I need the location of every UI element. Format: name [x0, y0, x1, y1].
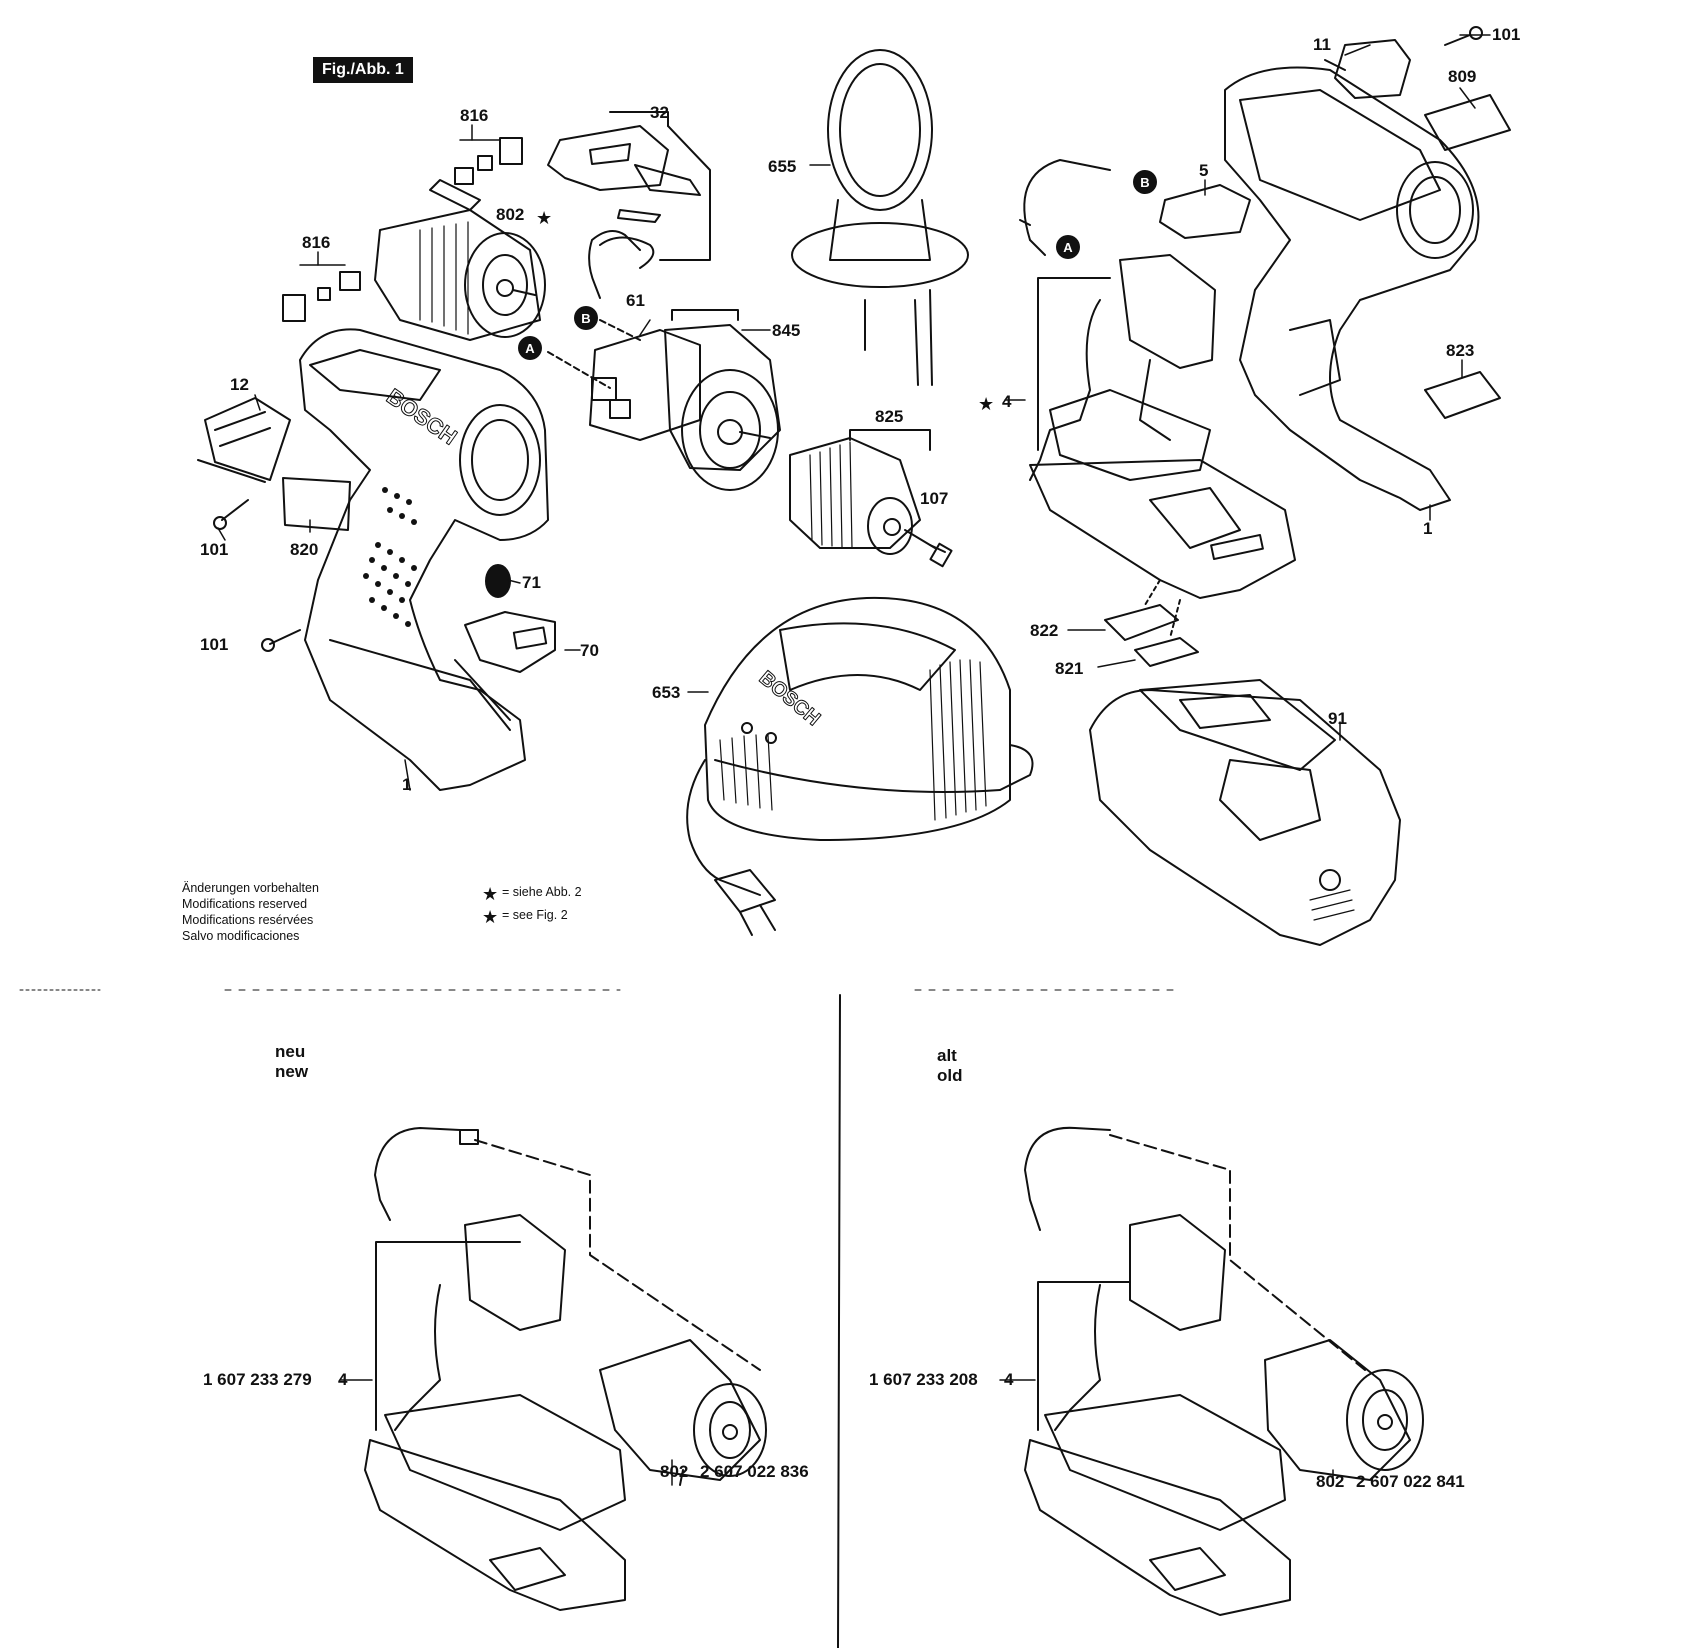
- star-icon-4: ★: [978, 394, 994, 415]
- motor-802: [374, 209, 546, 341]
- old-assembly: [1024, 1126, 1424, 1616]
- callout-101-top: 101: [1492, 25, 1521, 44]
- new-assembly: [364, 1127, 767, 1611]
- old-board-pos: 4: [1004, 1370, 1014, 1389]
- leader-lines: [217, 34, 1491, 1486]
- callout-802: 802: [496, 205, 525, 224]
- brush-holder-816a: [429, 137, 523, 211]
- old-motor-pos: 802: [1316, 1472, 1345, 1491]
- chuck-825: [789, 429, 931, 555]
- note-line-es: Salvo modificaciones: [182, 929, 300, 943]
- new-motor-pos: 802: [660, 1462, 689, 1481]
- label-823: [1424, 371, 1501, 419]
- connection-marker-a: [518, 235, 1080, 360]
- cover-32: [547, 111, 711, 269]
- callout-4: 4: [1002, 392, 1012, 411]
- old-header-en: old: [937, 1066, 963, 1085]
- guide-655: [791, 49, 969, 386]
- callout-101-left: 101: [200, 540, 229, 559]
- label-821: [1134, 637, 1199, 667]
- electronics-4-top: [1019, 159, 1296, 599]
- callout-820: 820: [290, 540, 319, 559]
- callout-32: 32: [650, 103, 669, 122]
- callout-655: 655: [768, 157, 797, 176]
- star-note-en: = see Fig. 2: [502, 908, 568, 922]
- callout-70: 70: [580, 641, 599, 660]
- star-icon-802: ★: [536, 208, 552, 229]
- star-icon-legend-2: ★: [482, 907, 498, 928]
- new-header: neu new: [275, 1042, 308, 1082]
- marker-b-label-1: B: [581, 311, 590, 326]
- brush-holder-816b: [282, 271, 361, 322]
- callout-107: 107: [920, 489, 949, 508]
- housing-brand: BOSCH: [382, 384, 461, 450]
- label-822: [1104, 604, 1179, 641]
- clip-spring: [588, 230, 641, 299]
- marker-a-label-2: A: [1063, 240, 1073, 255]
- housing-right: [1224, 66, 1480, 511]
- selector-70: [454, 611, 556, 721]
- callout-1-left: 1: [402, 775, 412, 794]
- callout-816-left: 816: [302, 233, 331, 252]
- charger-653: [686, 596, 1034, 936]
- switch-11: [1324, 39, 1411, 99]
- callout-822: 822: [1030, 621, 1059, 640]
- label-809: [1424, 94, 1511, 151]
- note-line-fr: Modifications resérvées: [182, 913, 314, 927]
- callout-11: 11: [1313, 35, 1331, 54]
- marker-b-label-2: B: [1140, 175, 1149, 190]
- callout-845: 845: [772, 321, 801, 340]
- note-line-en: Modifications reserved: [182, 897, 308, 911]
- old-header-de: alt: [937, 1046, 957, 1065]
- connector-5: [1159, 184, 1251, 239]
- new-board-pos: 4: [338, 1370, 348, 1389]
- marker-a-label-1: A: [525, 341, 535, 356]
- callout-12: 12: [230, 375, 249, 394]
- modifications-note: Änderungen vorbehalten Modifications res…: [182, 880, 319, 944]
- switch-12: [197, 397, 291, 483]
- screw-101-top: [1444, 26, 1483, 46]
- callout-91: 91: [1328, 709, 1347, 728]
- callout-5: 5: [1199, 161, 1209, 180]
- charger-brand: BOSCH: [755, 667, 824, 730]
- screw-101-mid: [261, 629, 301, 652]
- label-820: [282, 477, 351, 531]
- new-header-en: new: [275, 1062, 309, 1081]
- callout-825: 825: [875, 407, 904, 426]
- callout-821: 821: [1055, 659, 1084, 678]
- housing-dots: [363, 487, 417, 627]
- callout-101-mid: 101: [200, 635, 229, 654]
- gear-ring-845: [664, 309, 781, 491]
- old-motor-partno: 2 607 022 841: [1356, 1472, 1465, 1491]
- housing-left: [299, 328, 549, 791]
- note-line-de: Änderungen vorbehalten: [182, 881, 319, 895]
- callout-823: 823: [1446, 341, 1475, 360]
- callout-653: 653: [652, 683, 681, 702]
- callout-809: 809: [1448, 67, 1477, 86]
- callout-816-top: 816: [460, 106, 489, 125]
- old-header: alt old: [937, 1046, 963, 1086]
- star-icon-legend-1: ★: [482, 884, 498, 905]
- callout-71: 71: [522, 573, 541, 592]
- knob-71: [485, 564, 511, 598]
- screw-101-left: [213, 499, 249, 530]
- new-board-partno: 1 607 233 279: [203, 1370, 312, 1389]
- old-board-partno: 1 607 233 208: [869, 1370, 978, 1389]
- star-note-de: = siehe Abb. 2: [502, 885, 582, 899]
- callout-61: 61: [626, 291, 645, 310]
- new-header-de: neu: [275, 1042, 306, 1061]
- screw-107: [904, 529, 953, 568]
- figure-tag: Fig./Abb. 1: [313, 57, 413, 83]
- new-motor-partno: 2 607 022 836: [700, 1462, 809, 1481]
- battery-91: [1089, 679, 1401, 946]
- callout-1-right: 1: [1423, 519, 1433, 538]
- connection-marker-b: [574, 170, 1157, 330]
- gearbox-61: [589, 329, 701, 441]
